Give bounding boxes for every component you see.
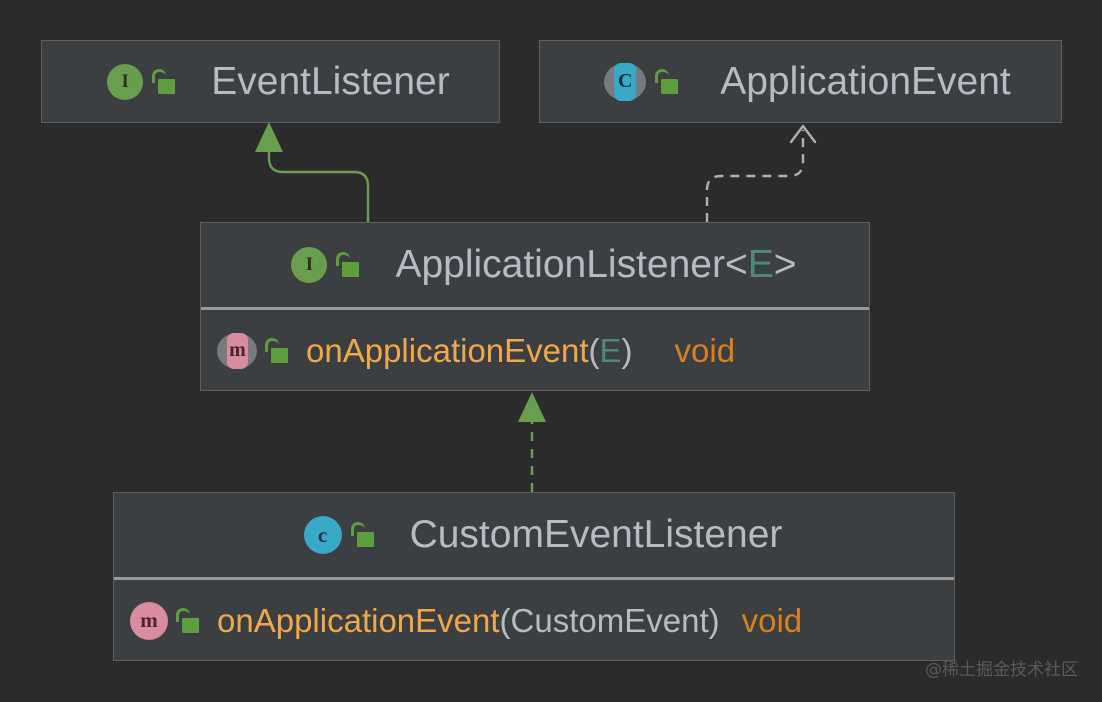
node-custom-event-listener[interactable]: c CustomEventListener m onApplicationEve… (113, 492, 955, 661)
member-param-type: E (599, 331, 622, 369)
member-paren-open: ( (499, 601, 511, 639)
member-return-type: void (674, 331, 736, 369)
member-name: onApplicationEvent (306, 331, 589, 369)
node-event-listener[interactable]: I EventListener (41, 40, 500, 123)
watermark: @稀土掘金技术社区 (925, 660, 1078, 680)
generic-type-param: E (747, 243, 774, 286)
node-application-listener-header: I ApplicationListener<E> (201, 223, 869, 307)
member-paren-close: ) (708, 601, 720, 639)
method-icon-letter: m (130, 601, 168, 640)
member-row-on-application-event[interactable]: m onApplicationEvent(E) void (201, 310, 869, 391)
interface-icon: I (107, 63, 144, 100)
abstract-method-icon: m (217, 332, 257, 369)
member-signature-on-application-event-impl: onApplicationEvent(CustomEvent) (217, 602, 720, 640)
member-paren-open: ( (588, 331, 600, 369)
unlocked-padlock-icon (335, 250, 360, 280)
node-application-listener-name: ApplicationListener (395, 243, 725, 286)
member-return-type: void (741, 601, 803, 639)
unlocked-padlock-icon (264, 336, 288, 366)
abstract-class-icon: C (604, 62, 647, 101)
interface-icon: I (291, 247, 328, 283)
generic-open-bracket: < (724, 243, 748, 286)
member-signature-on-application-event: onApplicationEvent(E) (306, 332, 633, 370)
interface-icon-letter: I (291, 247, 328, 283)
member-name: onApplicationEvent (217, 601, 500, 639)
unlocked-padlock-icon (175, 606, 199, 636)
node-application-listener-title: ApplicationListener<E> (395, 243, 796, 287)
unlocked-padlock-icon (350, 520, 374, 550)
connector-dependency-applicationevent (705, 124, 817, 222)
node-application-listener[interactable]: I ApplicationListener<E> m onApplication… (200, 222, 870, 391)
connector-generalization-eventlistener (255, 122, 370, 222)
node-application-listener-divider (201, 307, 869, 310)
generic-close-bracket: > (773, 243, 797, 286)
node-custom-event-listener-divider (114, 577, 954, 580)
member-param-type: CustomEvent (510, 601, 709, 639)
node-application-event[interactable]: C ApplicationEvent (539, 40, 1062, 123)
node-event-listener-title: EventListener (211, 59, 450, 103)
unlocked-padlock-icon (654, 67, 679, 97)
abstract-class-icon-letter: C (614, 62, 637, 101)
node-custom-event-listener-title: CustomEventListener (409, 513, 783, 556)
node-application-event-title: ApplicationEvent (720, 59, 1011, 103)
member-paren-close: ) (621, 331, 633, 369)
connector-realization-applicationlistener (518, 392, 546, 492)
class-icon-letter: c (303, 516, 342, 554)
unlocked-padlock-icon (151, 67, 176, 97)
node-custom-event-listener-header: c CustomEventListener (114, 493, 954, 577)
node-application-event-header: C ApplicationEvent (540, 41, 1061, 122)
class-icon: c (303, 516, 342, 554)
node-event-listener-header: I EventListener (42, 41, 499, 122)
interface-icon-letter: I (107, 63, 144, 100)
abstract-method-icon-letter: m (227, 332, 248, 369)
member-row-on-application-event-impl[interactable]: m onApplicationEvent(CustomEvent) void (114, 580, 954, 661)
method-icon: m (130, 601, 168, 640)
